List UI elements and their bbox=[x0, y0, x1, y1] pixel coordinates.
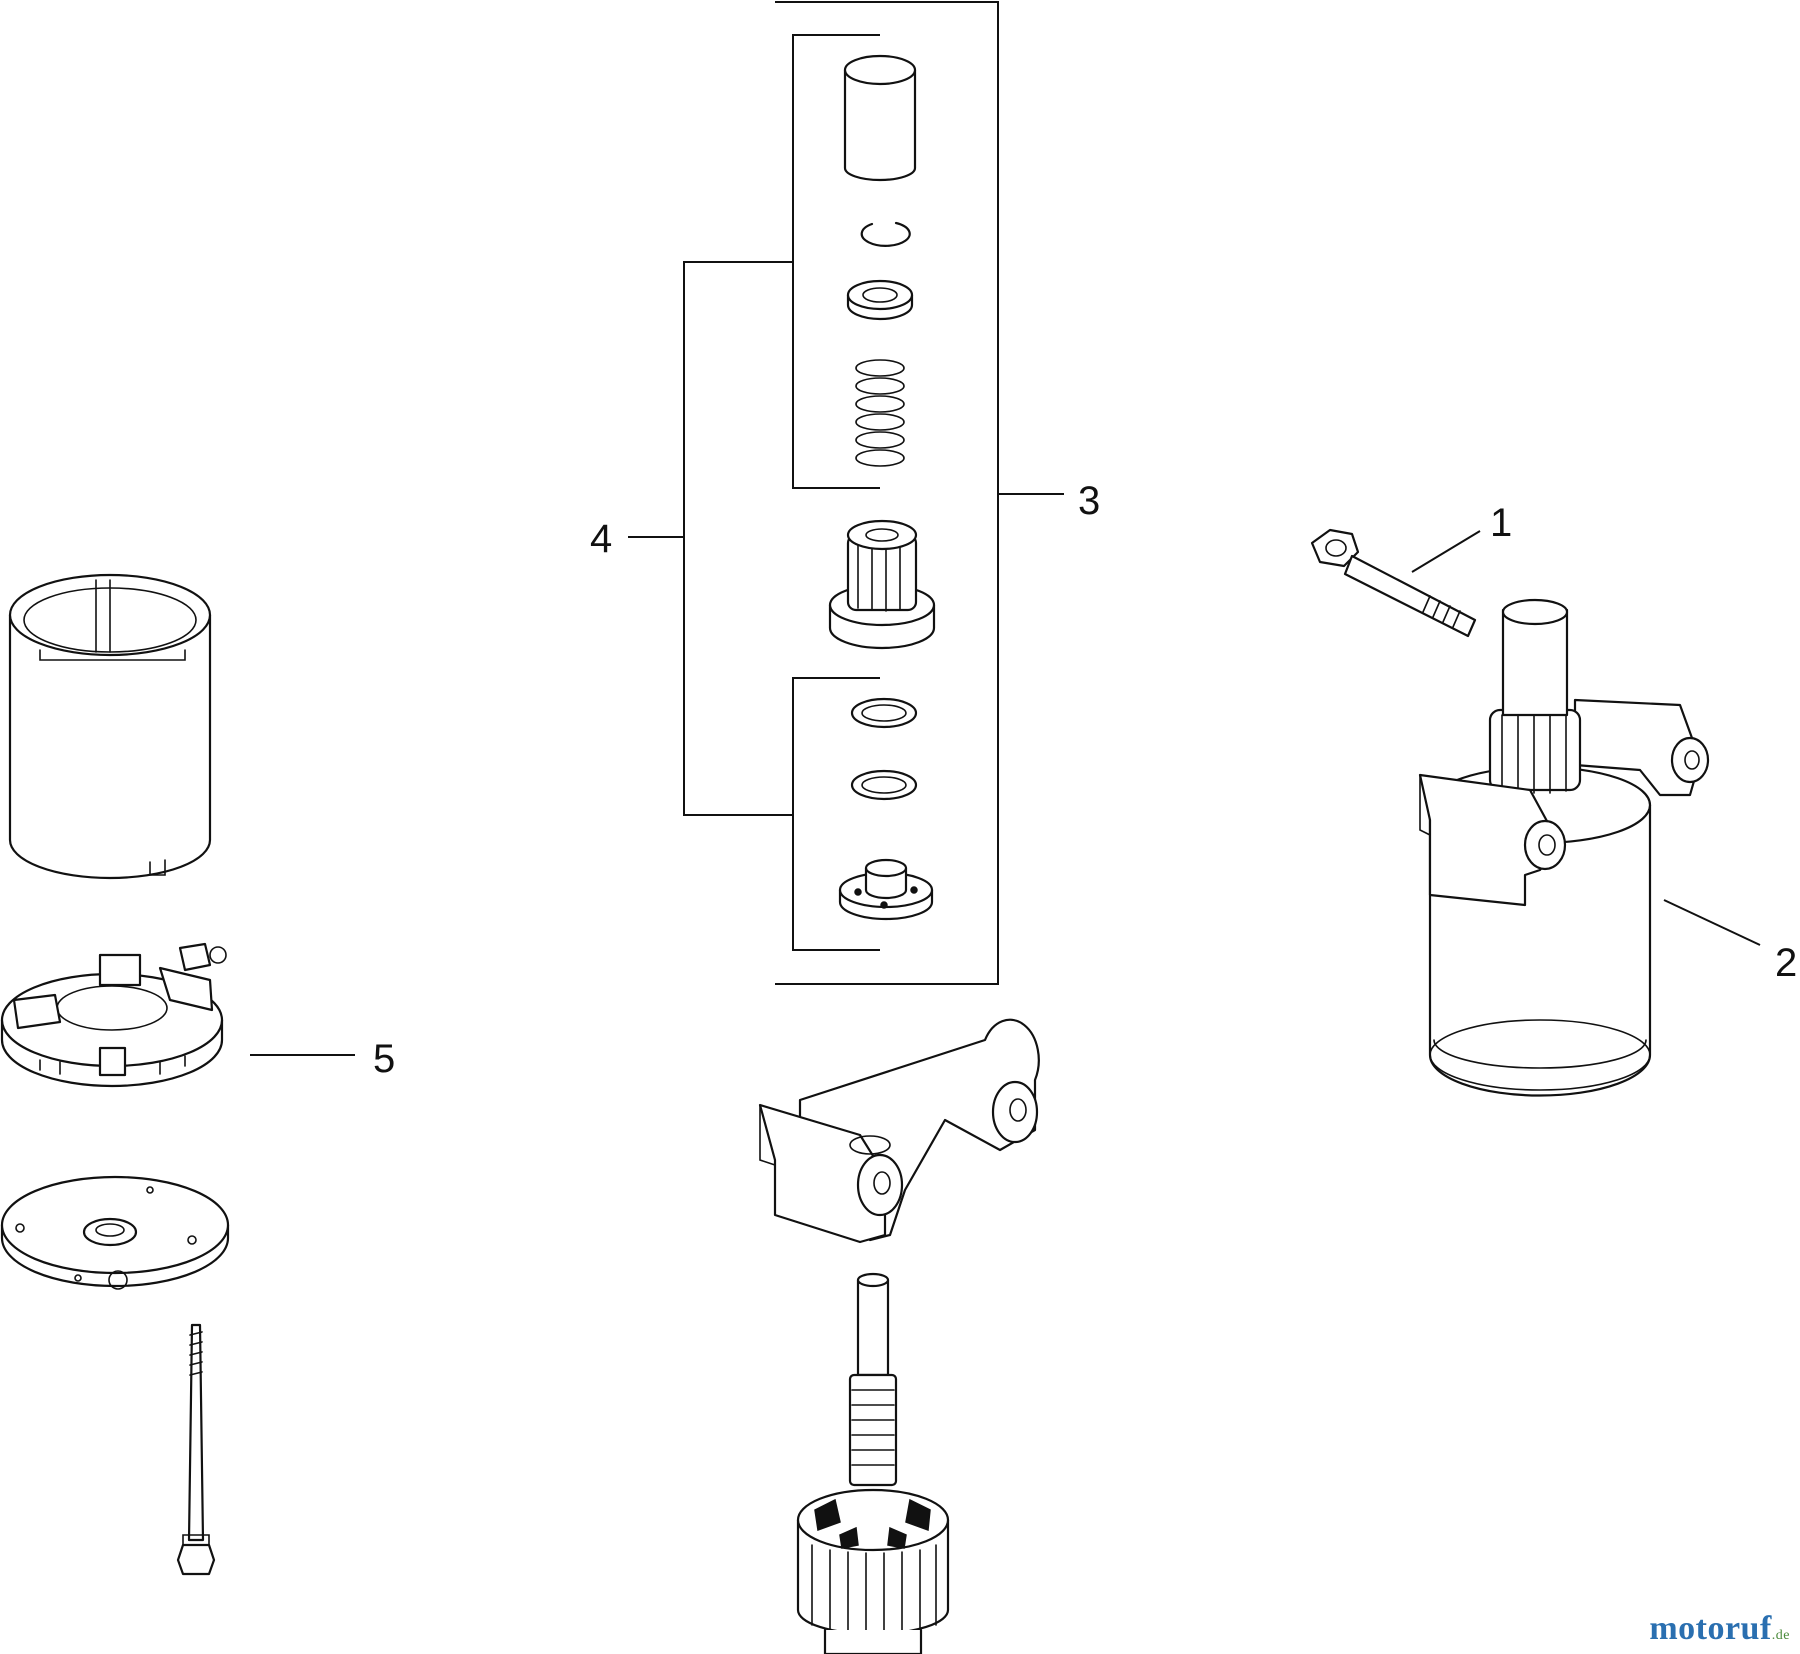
motor-housing-icon bbox=[8, 573, 212, 880]
starter-motor-icon bbox=[1418, 598, 1710, 1097]
callout-5: 5 bbox=[373, 1037, 395, 1081]
callout-4: 4 bbox=[590, 517, 612, 561]
end-cap-icon bbox=[758, 1018, 1040, 1244]
pinion-gear-icon bbox=[828, 519, 936, 650]
through-bolt-icon bbox=[1310, 528, 1477, 638]
armature-icon bbox=[796, 1272, 950, 1654]
callout-3: 3 bbox=[1078, 479, 1100, 523]
drive-kit-icon bbox=[828, 54, 936, 921]
spring-icon bbox=[855, 359, 905, 467]
long-bolt-icon bbox=[176, 1323, 216, 1576]
watermark-suffix: .de bbox=[1771, 1628, 1790, 1643]
watermark-name: motoruf bbox=[1649, 1610, 1772, 1647]
end-plate-icon bbox=[0, 1175, 230, 1290]
callout-1: 1 bbox=[1490, 501, 1512, 545]
watermark-logo: motoruf.de bbox=[1649, 1610, 1790, 1648]
callout-2: 2 bbox=[1775, 941, 1797, 985]
brush-holder-icon bbox=[0, 942, 227, 1088]
callout-leaders bbox=[250, 530, 1761, 1056]
bracket-lines bbox=[628, 1, 1064, 985]
